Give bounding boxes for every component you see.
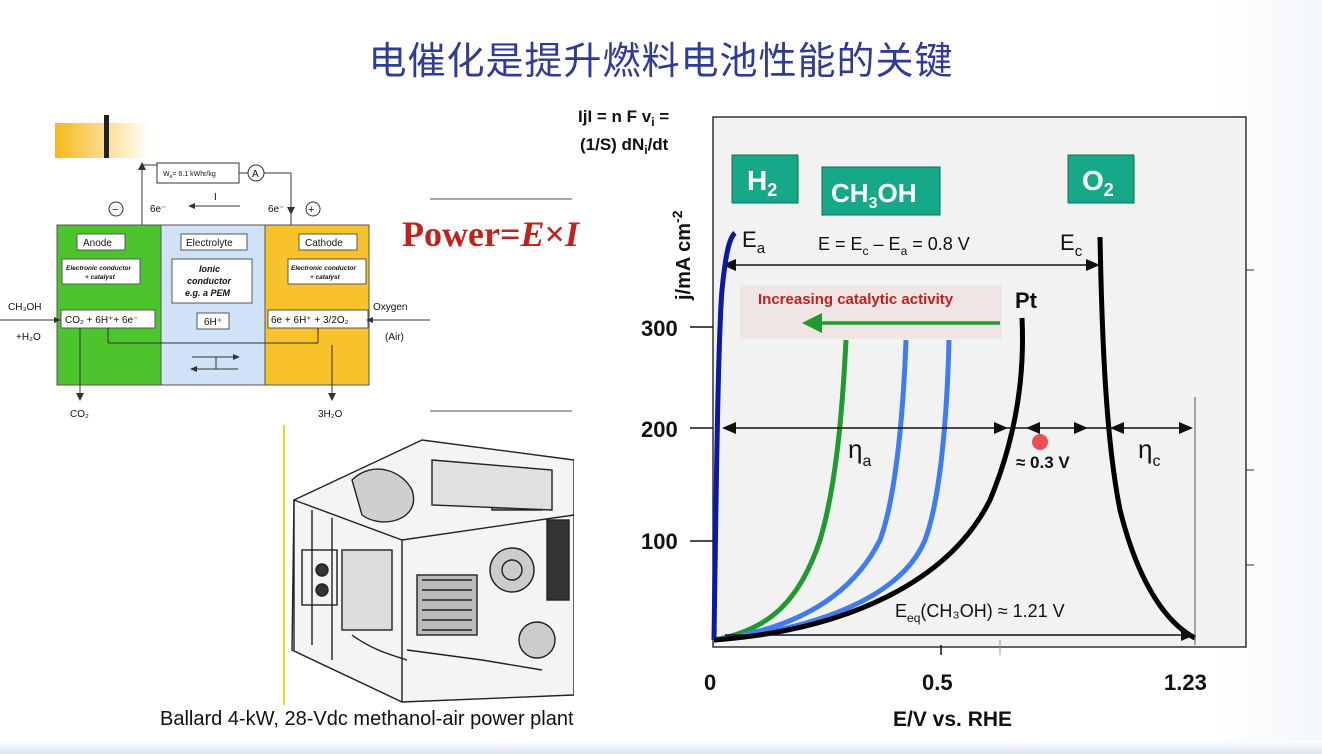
energy-box-label: We= 6.1 kWhr/kg [163, 171, 216, 180]
ec-label: Ec [1060, 230, 1083, 260]
electrolyte-desc-2: conductor [187, 276, 231, 286]
electrolyte-desc-1: Ionic [199, 264, 220, 274]
cathode-desc-1: Electronic conductor [291, 265, 356, 272]
anode-reaction: CO₂ + 6H⁺+ 6e⁻ [65, 315, 138, 326]
chart-header-line2: (1/S) dNi/dt [580, 135, 669, 157]
x-axis-label: E/V vs. RHE [893, 708, 1012, 731]
ch3oh-curve-1 [713, 339, 849, 643]
electrolyte-label: Electrolyte [186, 238, 233, 249]
y-tick-label: 200 [641, 417, 678, 442]
anode-desc-2: + catalyst [85, 274, 116, 281]
eq-label: Eeq(CH₃OH) ≈ 1.21 V [895, 601, 1065, 625]
polarization-chart: IjI = n F vi = (1/S) dNi/dt j/mA cm-2 10… [578, 107, 1254, 731]
svg-text:O2: O2 [1082, 165, 1114, 200]
accent-marker [104, 115, 109, 158]
input-water: +H₂O [16, 332, 41, 343]
electrolyte-desc-3: e.g. a PEM [185, 288, 231, 298]
h2-curve [711, 231, 737, 641]
power-formula: Power=E×I [402, 214, 580, 254]
chart-header-line1: IjI = n F vi = [578, 107, 669, 129]
x-tick-label: 0.5 [922, 670, 953, 695]
power-plant-image [283, 425, 574, 705]
cell-voltage-label: E = Ec – Ea = 0.8 V [818, 234, 970, 258]
output-co2: CO₂ [70, 409, 89, 420]
anode-desc-1: Electronic conductor [66, 265, 131, 272]
activity-highlight [740, 285, 1002, 339]
ea-label: Ea [742, 227, 766, 257]
electron-right: 6e⁻ [268, 204, 284, 215]
x-tick-label: 0 [704, 670, 716, 695]
output-water: 3H₂O [318, 409, 343, 420]
tag-h2: H2 [731, 154, 799, 204]
anode-label: Anode [83, 238, 112, 249]
pt-curve [713, 317, 1025, 643]
ch3oh-curve-3 [713, 339, 952, 643]
gap-label: ≈ 0.3 V [1016, 453, 1070, 472]
anode-region [56, 224, 162, 386]
fuel-cell-diagram: We= 6.1 kWhr/kg A − + 6e⁻ 6e⁻ I Anode El… [0, 115, 430, 420]
divider-top [430, 198, 572, 200]
plus-terminal: + [308, 204, 314, 216]
laser-pointer-dot [1032, 434, 1048, 450]
electron-left: 6e⁻ [150, 204, 166, 215]
svg-text:H2: H2 [747, 165, 777, 200]
activity-label: Increasing catalytic activity [758, 291, 954, 308]
cathode-reaction: 6e + 6H⁺ + 3/2O₂ [271, 315, 349, 326]
y-tick-label: 300 [641, 316, 678, 341]
eta-c-label: ηc [1138, 434, 1160, 470]
minus-terminal: − [112, 204, 118, 216]
tag-ch3oh: CH3OH [821, 166, 941, 216]
y-axis-label: j/mA cm-2 [669, 210, 695, 301]
cathode-region [264, 224, 370, 386]
accent-bar [55, 123, 150, 158]
plant-caption: Ballard 4-kW, 28-Vdc methanol-air power … [160, 708, 574, 730]
ammeter-label: A [252, 169, 259, 180]
bottom-band [0, 740, 1322, 754]
input-oxygen: Oxygen [373, 302, 407, 313]
electrolyte-ion: 6H⁺ [204, 317, 222, 328]
x-tick-label: 1.23 [1164, 670, 1207, 695]
input-methanol: CH₃OH [8, 302, 42, 313]
x-ticks: 0 0.5 1.23 [704, 645, 1207, 695]
y-ticks: 100 200 300 [641, 316, 713, 554]
cathode-desc-2: + catalyst [310, 274, 341, 281]
divider-mid [430, 410, 572, 412]
eta-a-label: ηa [848, 434, 871, 470]
cathode-label: Cathode [305, 238, 343, 249]
ch3oh-curve-2 [713, 339, 909, 643]
plot-frame [712, 116, 1247, 648]
o2-curve [1097, 236, 1197, 641]
svg-text:CH3OH: CH3OH [831, 178, 916, 212]
y-tick-label: 100 [641, 529, 678, 554]
input-air: (Air) [385, 332, 404, 343]
current-label: I [214, 192, 217, 203]
tag-o2: O2 [1067, 154, 1135, 204]
slide-title: 电催化是提升燃料电池性能的关键 [368, 39, 954, 83]
electrolyte-region [160, 224, 266, 386]
pt-label: Pt [1015, 288, 1038, 313]
